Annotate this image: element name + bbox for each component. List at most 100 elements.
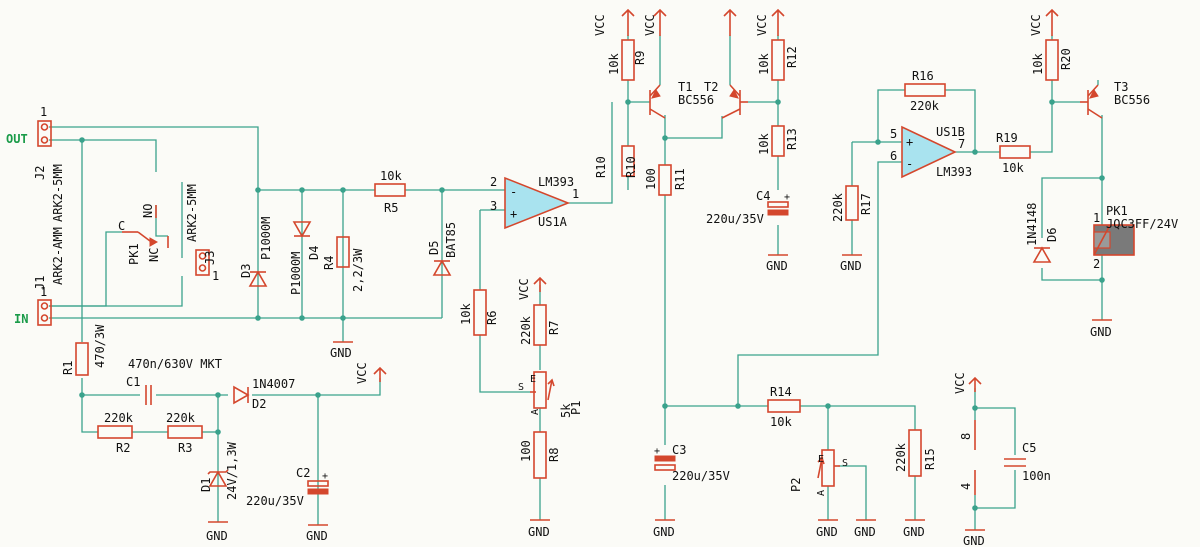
us1b-pin7: 7 [958, 137, 965, 151]
us1b-part: LM393 [936, 165, 972, 179]
r3-ref: R3 [178, 441, 192, 455]
r20-ref: R20 [1059, 48, 1073, 70]
j1-ref: J1 [33, 276, 47, 290]
pk1-pin2: 2 [1093, 257, 1100, 271]
c2-ref: C2 [296, 466, 310, 480]
d1-value: 24V/1,3W [225, 441, 239, 500]
r14-ref: R14 [770, 385, 792, 399]
vcc-arrow-r12 [771, 8, 785, 36]
r6-value: 10k [459, 303, 473, 325]
transistor-t1 [649, 84, 666, 119]
r2-ref: R2 [116, 441, 130, 455]
r8-value: 100 [519, 440, 533, 462]
resistor-r20 [1045, 39, 1059, 81]
vcc-arrow-t1 [653, 8, 667, 36]
r19-value: 10k [1002, 161, 1024, 175]
gnd-label-p2: GND [816, 525, 838, 539]
resistor-r3 [167, 425, 203, 439]
j3-type: ARK2-5MM [185, 184, 199, 242]
r2-value: 220k [104, 411, 134, 425]
p2-ref: P2 [789, 478, 803, 492]
capacitor-c4: + [767, 192, 790, 216]
wires [49, 35, 1103, 530]
pk1-c-label: C [118, 219, 125, 233]
r1-ref: R1 [61, 361, 75, 375]
us1b-plus: + [906, 135, 913, 149]
d1-ref: D1 [199, 478, 213, 492]
resistor-r1 [75, 342, 89, 376]
r7-ref: R7 [547, 321, 561, 335]
capacitor-c1 [145, 385, 152, 405]
resistor-r11 [658, 164, 672, 196]
us1a-pin1: 1 [572, 187, 579, 201]
vcc-label-r20: VCC [1029, 14, 1043, 36]
diode-d3 [248, 270, 268, 287]
r5-value: 10k [380, 169, 402, 183]
p2-s-label: S [842, 458, 848, 469]
potentiometer-p2 [817, 449, 840, 487]
p2-a-label: A [816, 490, 827, 496]
gnd-label-p2s: GND [854, 525, 876, 539]
j2-type: ARK2-5MM [51, 164, 65, 222]
c4-ref: C4 [756, 189, 770, 203]
r16-value: 220k [910, 99, 940, 113]
r8-ref: R8 [547, 448, 561, 462]
resistor-r17 [845, 185, 859, 221]
gnd-label-relay: GND [1090, 325, 1112, 339]
c2-value: 220u/35V [246, 494, 304, 508]
c1-ref: C1 [126, 375, 140, 389]
d3-ref: D3 [239, 264, 253, 278]
r13-ref: R13 [785, 128, 799, 150]
resistor-r16 [904, 83, 946, 97]
t3-part: BC556 [1114, 93, 1150, 107]
d6-value: 1N4148 [1025, 203, 1039, 246]
opamp-us1a [504, 176, 571, 230]
r6-ref: R6 [485, 311, 499, 325]
pk1-switch-ref: PK1 [127, 243, 141, 265]
r14-value: 10k [770, 415, 792, 429]
d2-ref: D2 [252, 397, 266, 411]
diode-d4 [292, 221, 312, 238]
capacitor-c3: + [654, 446, 676, 471]
diode-d6 [1032, 246, 1052, 263]
r4-value: 2,2/3W [351, 248, 365, 292]
resistor-r5 [374, 183, 406, 197]
vcc-arrow-r7 [533, 276, 547, 292]
d2-value: 1N4007 [252, 377, 295, 391]
resistor-r4 [336, 236, 350, 268]
resistor-r14 [767, 399, 801, 413]
gnd-label-r17: GND [840, 259, 862, 273]
diode-d5 [432, 259, 452, 276]
pk1-no-label: NO [141, 204, 155, 218]
j2-ref: J2 [33, 166, 47, 180]
vcc-label-t1: VCC [643, 14, 657, 36]
relay-coil-pk1 [1093, 224, 1135, 256]
us1-pin8: 8 [959, 433, 973, 440]
vcc-label-r7: VCC [517, 278, 531, 300]
c5-ref: C5 [1022, 441, 1036, 455]
gnd-label-c4: GND [766, 259, 788, 273]
capacitor-c2: + [307, 471, 329, 495]
r12-ref: R12 [785, 46, 799, 68]
c1-value: 470n/630V MKT [128, 357, 222, 371]
r15-ref: R15 [923, 448, 937, 470]
potentiometer-p1 [530, 371, 555, 409]
p1-e-label: E [530, 374, 536, 385]
d5-ref: D5 [427, 241, 441, 255]
vcc-arrow-t2 [723, 8, 737, 36]
r20-value: 10k [1031, 53, 1045, 75]
us1a-pin2: 2 [490, 175, 497, 189]
opamp-us1b [901, 125, 957, 179]
pk1-nc-label: NC [147, 248, 161, 262]
r11-value: 100 [644, 168, 658, 190]
r13-value: 10k [757, 133, 771, 155]
vcc-arrow-c5 [968, 376, 982, 392]
r10-value: R10 [624, 156, 638, 178]
j2-pin-1: 1 [40, 105, 47, 119]
vcc-arrow-supply [373, 366, 387, 382]
resistor-r19 [999, 145, 1031, 159]
resistor-r10 [621, 145, 635, 177]
p1-value: 5k [559, 403, 573, 418]
c4-value: 220u/35V [706, 212, 764, 226]
